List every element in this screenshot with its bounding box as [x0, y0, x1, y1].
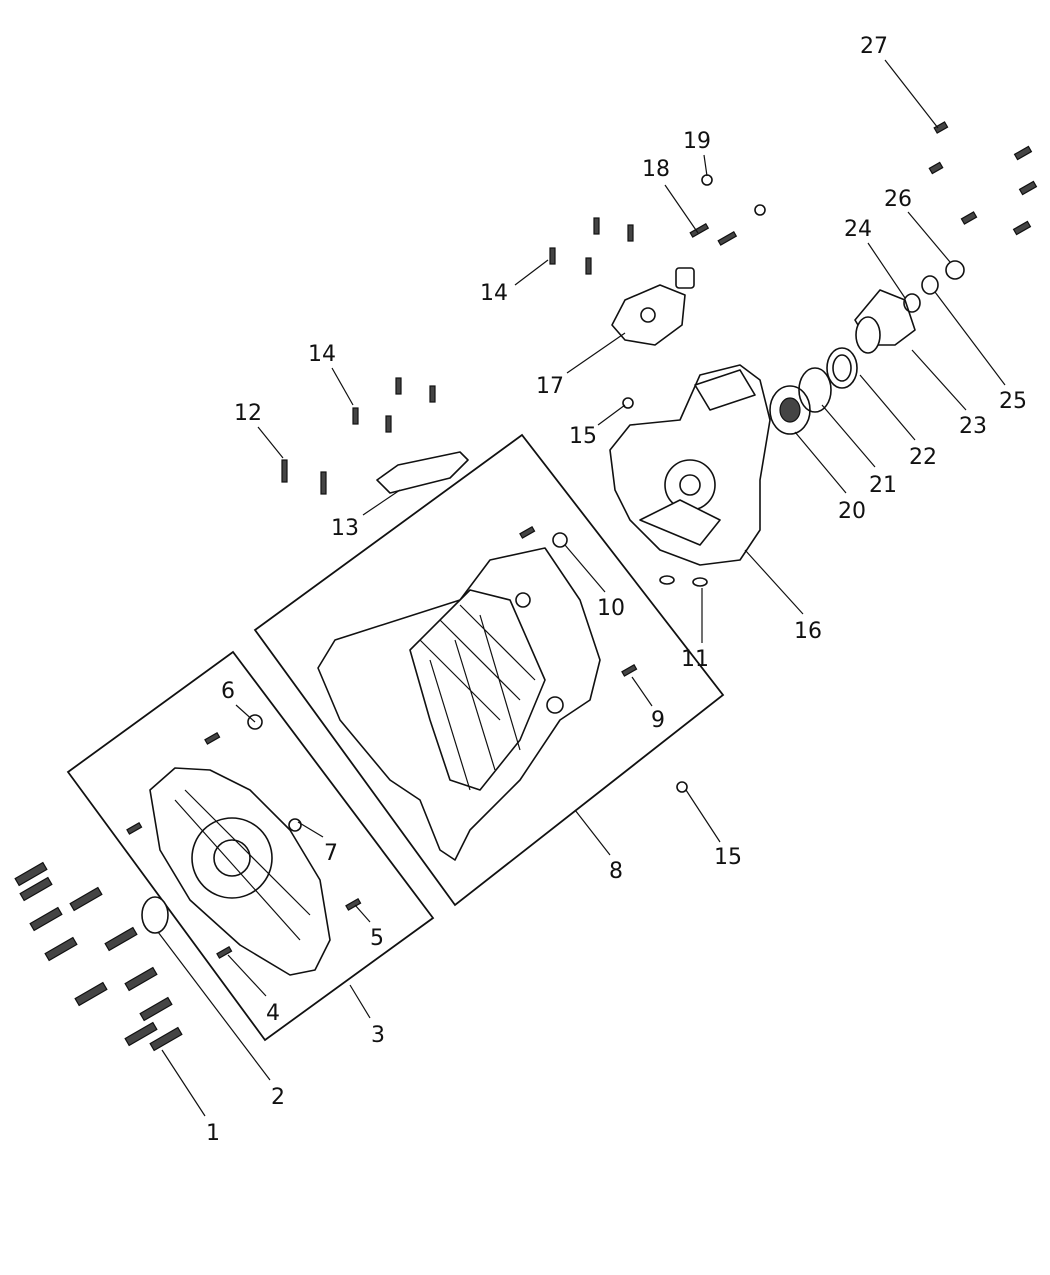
- callout-24: 24: [844, 217, 872, 242]
- main-transmission-case[interactable]: [317, 547, 601, 861]
- callout-26: 26: [884, 187, 912, 212]
- callout-10: 10: [597, 596, 625, 621]
- seal-2[interactable]: [141, 896, 169, 934]
- access-cover[interactable]: [376, 451, 469, 494]
- shifter-assembly[interactable]: [611, 267, 695, 346]
- callout-21: 21: [869, 473, 897, 498]
- callout-5: 5: [370, 926, 384, 951]
- callout-13: 13: [331, 516, 359, 541]
- callout-23: 23: [959, 414, 987, 439]
- callout-17: 17: [536, 374, 564, 399]
- callout-9: 9: [651, 708, 665, 733]
- callout-1: 1: [206, 1121, 220, 1146]
- seal-22[interactable]: [826, 347, 858, 389]
- snap-ring-21[interactable]: [798, 367, 832, 413]
- bearing-20[interactable]: [769, 385, 811, 435]
- callout-4: 4: [266, 1001, 280, 1026]
- washer-25[interactable]: [921, 275, 939, 295]
- callout-18: 18: [642, 157, 670, 182]
- callout-25: 25: [999, 389, 1027, 414]
- callout-3: 3: [371, 1023, 385, 1048]
- rear-extension-housing[interactable]: [609, 364, 771, 566]
- callout-15-lower: 15: [714, 845, 742, 870]
- callout-14-lower: 14: [308, 342, 336, 367]
- nut-26[interactable]: [945, 260, 965, 280]
- callout-6: 6: [221, 679, 235, 704]
- callout-15-upper: 15: [569, 424, 597, 449]
- callout-20: 20: [838, 499, 866, 524]
- callout-14-upper: 14: [480, 281, 508, 306]
- callout-labels: 27 19 18 26 24 14 17 25 23 22 21 20 14 1…: [206, 34, 1027, 1146]
- group-box-8: [253, 433, 725, 907]
- front-cover[interactable]: [149, 767, 331, 976]
- callout-22: 22: [909, 445, 937, 470]
- callout-7: 7: [324, 841, 338, 866]
- callout-27: 27: [860, 34, 888, 59]
- callout-8: 8: [609, 859, 623, 884]
- callout-2: 2: [271, 1085, 285, 1110]
- washer-24[interactable]: [903, 293, 921, 313]
- callout-11: 11: [681, 647, 709, 672]
- companion-flange[interactable]: [854, 289, 916, 354]
- leader-lines: [157, 59, 1006, 1117]
- group-box-3: [66, 650, 435, 1042]
- fasteners: [14, 121, 1038, 1052]
- callout-16: 16: [794, 619, 822, 644]
- callout-19: 19: [683, 129, 711, 154]
- callout-12: 12: [234, 401, 262, 426]
